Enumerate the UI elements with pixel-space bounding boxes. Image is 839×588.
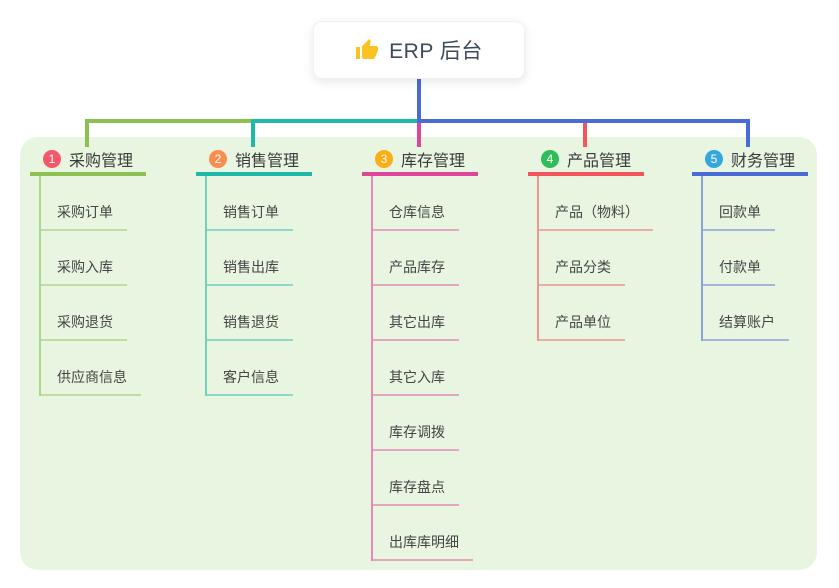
child-node[interactable]: 其它入库: [373, 341, 459, 396]
branch-header-5[interactable]: 5 财务管理: [692, 146, 808, 176]
bus-segment-middle: [253, 119, 419, 123]
branch-3: 3 库存管理仓库信息产品库存其它出库其它入库库存调拨库存盘点出库库明细: [362, 146, 478, 561]
branch-header-2[interactable]: 2 销售管理: [196, 146, 312, 176]
branch-badge-icon: 5: [705, 150, 723, 168]
branch-drop-5: [746, 119, 750, 147]
branch-header-1[interactable]: 1 采购管理: [30, 146, 146, 176]
bus-segment-right: [419, 119, 750, 123]
child-node[interactable]: 采购退货: [41, 286, 127, 341]
child-node[interactable]: 销售出库: [207, 231, 293, 286]
branch-4: 4 产品管理产品（物料）产品分类产品单位: [528, 146, 653, 341]
child-node[interactable]: 出库库明细: [373, 506, 473, 561]
branch-children: 仓库信息产品库存其它出库其它入库库存调拨库存盘点出库库明细: [371, 176, 473, 561]
branch-badge-icon: 4: [541, 150, 559, 168]
branch-header-4[interactable]: 4 产品管理: [528, 146, 644, 176]
branch-5: 5 财务管理回款单付款单结算账户: [692, 146, 808, 341]
branch-label: 财务管理: [731, 153, 796, 170]
child-node[interactable]: 产品分类: [539, 231, 625, 286]
branch-drop-3: [417, 123, 421, 147]
child-node[interactable]: 付款单: [703, 231, 775, 286]
thumbs-up-icon: [356, 39, 379, 59]
child-node[interactable]: 库存调拨: [373, 396, 459, 451]
branch-label: 库存管理: [401, 153, 466, 170]
branch-label: 销售管理: [235, 153, 300, 170]
branch-label: 采购管理: [69, 153, 134, 170]
child-node[interactable]: 仓库信息: [373, 176, 459, 231]
branch-badge-icon: 2: [209, 150, 227, 168]
branch-drop-2: [251, 119, 255, 147]
root-title: ERP 后台: [389, 40, 483, 63]
branch-drop-1: [85, 119, 89, 147]
child-node[interactable]: 产品单位: [539, 286, 625, 341]
child-node[interactable]: 供应商信息: [41, 341, 141, 396]
branch-2: 2 销售管理销售订单销售出库销售退货客户信息: [196, 146, 312, 396]
branch-children: 采购订单采购入库采购退货供应商信息: [39, 176, 141, 396]
root-node[interactable]: ERP 后台: [313, 21, 525, 79]
branch-children: 销售订单销售出库销售退货客户信息: [205, 176, 293, 396]
child-node[interactable]: 客户信息: [207, 341, 293, 396]
branch-drop-4: [583, 123, 587, 147]
child-node[interactable]: 库存盘点: [373, 451, 459, 506]
branch-badge-icon: 3: [375, 150, 393, 168]
branch-children: 回款单付款单结算账户: [701, 176, 789, 341]
child-node[interactable]: 采购订单: [41, 176, 127, 231]
child-node[interactable]: 销售订单: [207, 176, 293, 231]
child-node[interactable]: 结算账户: [703, 286, 789, 341]
root-connector-stem: [417, 77, 421, 123]
diagram-panel: [20, 137, 817, 570]
branch-badge-icon: 1: [43, 150, 61, 168]
bus-segment-left: [85, 119, 253, 123]
branch-children: 产品（物料）产品分类产品单位: [537, 176, 653, 341]
child-node[interactable]: 产品库存: [373, 231, 459, 286]
branch-header-3[interactable]: 3 库存管理: [362, 146, 478, 176]
child-node[interactable]: 产品（物料）: [539, 176, 653, 231]
child-node[interactable]: 其它出库: [373, 286, 459, 341]
child-node[interactable]: 采购入库: [41, 231, 127, 286]
branch-label: 产品管理: [567, 153, 632, 170]
child-node[interactable]: 回款单: [703, 176, 775, 231]
branch-1: 1 采购管理采购订单采购入库采购退货供应商信息: [30, 146, 146, 396]
child-node[interactable]: 销售退货: [207, 286, 293, 341]
